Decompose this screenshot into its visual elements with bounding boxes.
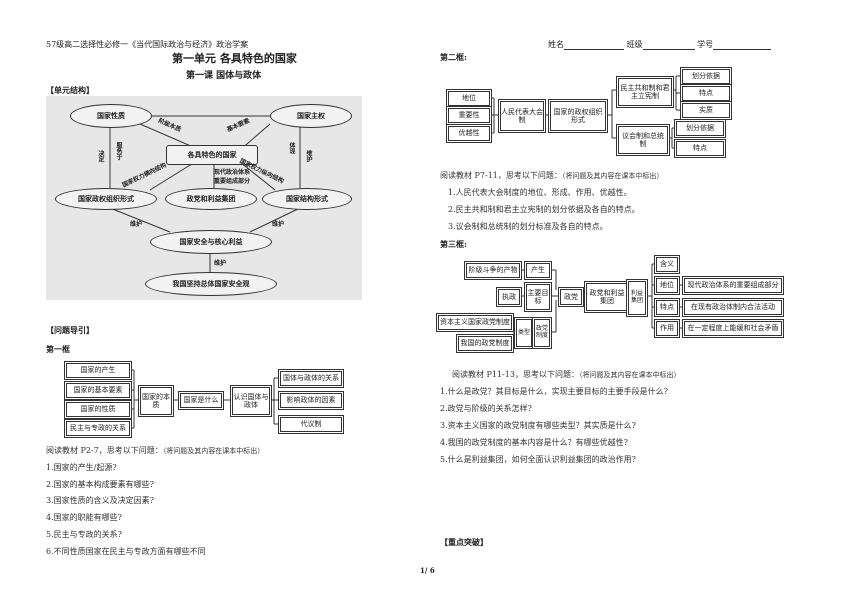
frame1-intro-text: 阅读教材 P2-7，思考以下问题： bbox=[46, 446, 163, 455]
f1-question: 4.国家的职能有哪些? bbox=[46, 513, 122, 522]
f2-features-2: 特点 bbox=[676, 141, 724, 156]
f3-r3: 在一定程度上能缓和社会矛盾 bbox=[684, 321, 782, 336]
f1-democracy: 民主与专政的关系 bbox=[66, 421, 130, 436]
section-structure: 【单元结构】 bbox=[46, 85, 94, 95]
node-sovereignty: 国家主权 bbox=[270, 104, 352, 128]
f3-parties-groups: 政党和利益集团 bbox=[586, 283, 628, 311]
f1-question: 5.民主与专政的关系? bbox=[46, 530, 122, 539]
f1-relation: 国体与政体的关系 bbox=[280, 371, 342, 386]
f2-question: 3.议会制和总统制的划分标准及各自的特点。 bbox=[448, 222, 608, 231]
f3-position: 地位 bbox=[656, 278, 678, 293]
f1-understand: 认识国体与政体 bbox=[232, 387, 270, 415]
f1-representative: 代议制 bbox=[280, 417, 342, 432]
page-number: 1/ 6 bbox=[420, 566, 435, 575]
f3-question: 2.政党与阶级的关系怎样? bbox=[440, 404, 532, 413]
f3-birth: 产生 bbox=[526, 263, 550, 278]
f3-class-product: 阶级斗争的产物 bbox=[466, 263, 520, 278]
f3-r2: 在现有政治体制内合法活动 bbox=[684, 300, 782, 315]
f3-interest: 利益集团 bbox=[628, 281, 646, 315]
f2-question: 2.民主共和制和君主立宪制的划分依据及各自的特点。 bbox=[448, 205, 640, 214]
caption-maintain-bottom: 维护 bbox=[214, 260, 227, 267]
id-field[interactable] bbox=[713, 41, 772, 50]
f1-question: 3.国家性质的含义及决定因素? bbox=[46, 496, 154, 505]
lesson-title: 第一课 国体与政体 bbox=[186, 71, 262, 81]
f1-essence: 国家的本质 bbox=[140, 387, 172, 415]
frame3-label: 第三框: bbox=[440, 239, 467, 249]
f3-types: 类型 bbox=[516, 319, 532, 347]
frame2-intro: 阅读教材 P7-11，思考以下问题：（将问题及其内容在课本中标出） bbox=[440, 170, 663, 181]
class-label: 班级 bbox=[626, 40, 643, 49]
name-label: 姓名 bbox=[548, 40, 564, 49]
frame2-intro-note: （将问题及其内容在课本中标出） bbox=[561, 172, 664, 180]
class-field[interactable] bbox=[642, 41, 695, 50]
caption-modern: 现代政治体系 bbox=[214, 169, 251, 176]
f1-question: 6.不同性质国家在民主与专政方面有哪些不同 bbox=[46, 547, 206, 556]
f2-importance: 重要性 bbox=[448, 108, 490, 123]
f2-question: 1.人民代表大会制度的地位、形成、作用、优越性。 bbox=[448, 188, 632, 197]
caption-maintain-right: 维护 bbox=[272, 221, 285, 228]
frame3-intro: 阅读教材 P11-13，思考以下问题：（将问题及其内容在课本中标出） bbox=[452, 369, 681, 380]
f1-nature: 国家的性质 bbox=[66, 402, 130, 417]
f2-peoples-congress: 人民代表大会制 bbox=[500, 101, 544, 131]
caption-serve: 服务于 bbox=[115, 142, 122, 160]
doc-header-title: 57级高二选择性必修一《当代国际政治与经济》政治学案 bbox=[46, 40, 249, 49]
f3-chinese: 我国的政党制度 bbox=[458, 336, 512, 351]
caption-protect: 维护 bbox=[305, 150, 312, 162]
f2-superiority: 优越性 bbox=[448, 126, 490, 141]
f2-criteria: 划分依据 bbox=[682, 69, 730, 84]
caption-reflect: 体现 bbox=[288, 142, 295, 154]
f1-question: 2.国家的基本构成要素有哪些? bbox=[46, 480, 154, 489]
f3-capitalist: 资本主义国家政党制度 bbox=[438, 315, 512, 330]
frame3-intro-text: 阅读教材 P11-13，思考以下问题： bbox=[452, 370, 579, 379]
f1-origin: 国家的产生 bbox=[66, 363, 130, 378]
f2-criteria-2: 划分依据 bbox=[676, 121, 724, 136]
f3-feature: 特点 bbox=[656, 300, 678, 315]
f3-question: 4.我国的政党制度的基本内容是什么？有哪些优越性? bbox=[440, 438, 628, 447]
f3-goal: 主要目标 bbox=[526, 284, 550, 310]
f3-meaning: 含义 bbox=[656, 257, 678, 272]
f1-what: 国家是什么 bbox=[180, 393, 222, 408]
caption-decide: 决定 bbox=[97, 150, 104, 162]
f3-role: 作用 bbox=[656, 321, 678, 336]
f3-party: 政党 bbox=[560, 289, 582, 305]
section-key: 【重点突破】 bbox=[440, 537, 488, 547]
f3-system: 政党制度 bbox=[534, 319, 550, 347]
frame1-intro-note: （将问题及其内容在课本中标出） bbox=[162, 447, 265, 455]
f2-position: 地位 bbox=[448, 91, 490, 106]
frame1-label: 第一框 bbox=[46, 344, 70, 354]
node-holistic: 我国坚持总体国家安全观 bbox=[145, 272, 277, 296]
node-center: 各具特色的国家 bbox=[166, 145, 258, 165]
node-security: 国家安全与核心利益 bbox=[150, 230, 272, 254]
f2-assembly: 议会制和总统制 bbox=[618, 126, 668, 154]
id-label: 学号 bbox=[697, 40, 714, 49]
f2-regime-form: 国家的政权组织形式 bbox=[550, 101, 606, 131]
caption-maintain-left: 维护 bbox=[130, 221, 143, 228]
student-info-fields: 姓名 班级 学号 bbox=[548, 39, 772, 50]
frame3-intro-note: （将问题及其内容在课本中标出） bbox=[579, 371, 681, 379]
f1-elements: 国家的基本要素 bbox=[66, 383, 130, 398]
f3-question: 5.什么是利益集团，如何全面认识利益集团的政治作用? bbox=[440, 455, 636, 464]
f1-factors: 影响政体的因素 bbox=[280, 393, 342, 408]
f2-essence: 实质 bbox=[682, 103, 730, 118]
f2-republic: 民主共和制和君主立宪制 bbox=[618, 78, 672, 106]
name-field[interactable] bbox=[564, 41, 624, 50]
f3-question: 1.什么是政党？其目标是什么，实现主要目标的主要手段是什么? bbox=[440, 387, 668, 396]
caption-important: 重要组成部分 bbox=[214, 178, 251, 185]
f1-question: 1.国家的产生/起源? bbox=[46, 463, 117, 472]
node-state-nature: 国家性质 bbox=[70, 104, 152, 128]
node-parties: 政党和利益集团 bbox=[165, 188, 257, 210]
frame1-intro: 阅读教材 P2-7，思考以下问题：（将问题及其内容在课本中标出） bbox=[46, 445, 264, 456]
section-guide: 【问题导引】 bbox=[46, 325, 94, 335]
f3-question: 3.资本主义国家的政党制度有哪些类型？其实质是什么? bbox=[440, 421, 636, 430]
f3-ruling: 执政 bbox=[498, 289, 520, 305]
unit-title: 第一单元 各具特色的国家 bbox=[172, 52, 297, 65]
frame2-label: 第二框: bbox=[440, 52, 467, 62]
f3-r1: 现代政治体系的重要组成部分 bbox=[684, 278, 782, 293]
node-regime-form: 国家政权组织形式 bbox=[55, 188, 157, 210]
frame2-intro-text: 阅读教材 P7-11，思考以下问题： bbox=[440, 171, 562, 180]
f2-features: 特点 bbox=[682, 86, 730, 101]
node-structure-form: 国家结构形式 bbox=[262, 188, 352, 210]
